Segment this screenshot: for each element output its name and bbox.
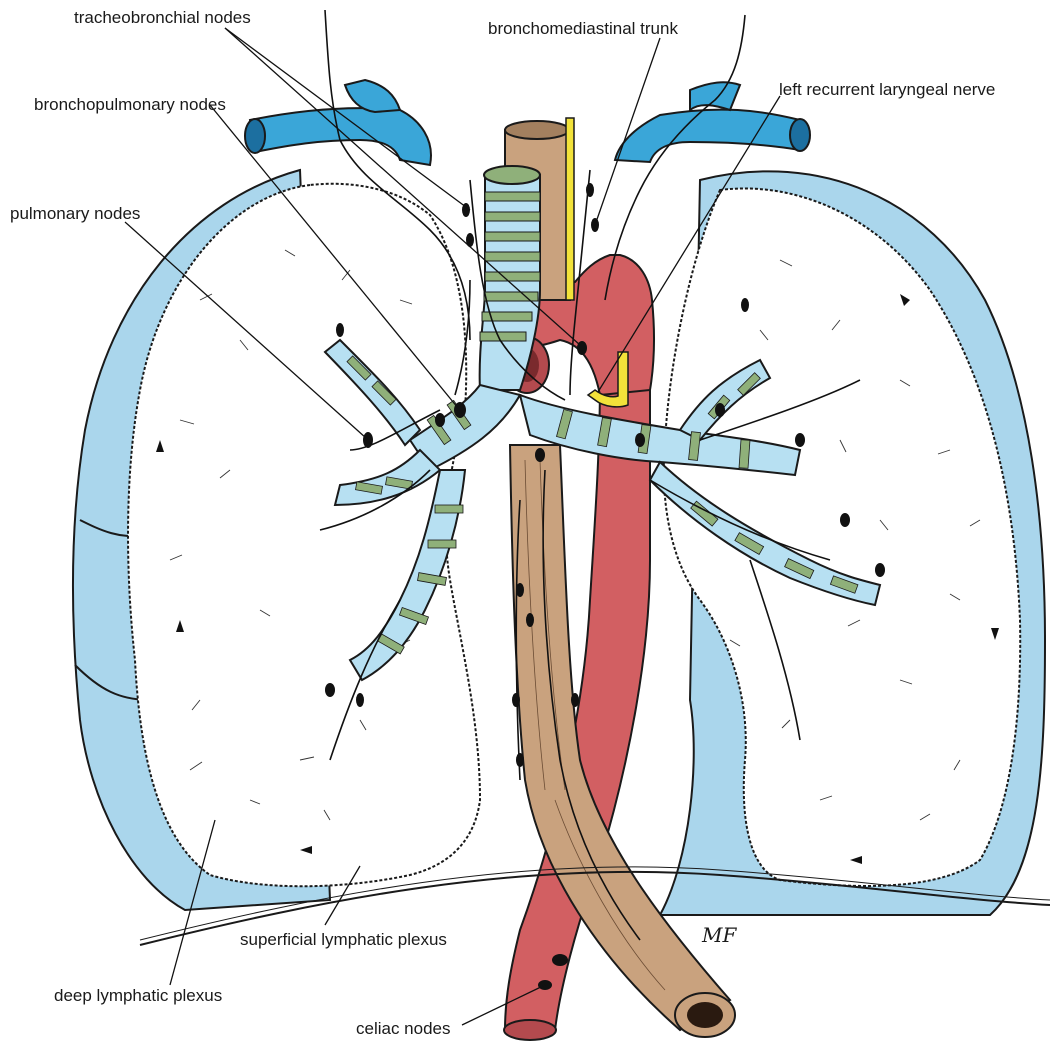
label-bronchomediastinal-trunk: bronchomediastinal trunk <box>488 19 678 38</box>
label-deep-lymphatic-plexus: deep lymphatic plexus <box>54 986 222 1005</box>
vagus-nerve <box>566 118 574 300</box>
left-vein <box>615 110 800 162</box>
label-left-recurrent-laryngeal-nerve: left recurrent laryngeal nerve <box>779 80 995 99</box>
label-celiac-nodes: celiac nodes <box>356 1019 451 1038</box>
label-superficial-lymphatic-plexus: superficial lymphatic plexus <box>240 930 447 949</box>
trachea <box>480 166 540 390</box>
label-bronchopulmonary-nodes: bronchopulmonary nodes <box>34 95 226 114</box>
label-pulmonary-nodes: pulmonary nodes <box>10 204 140 223</box>
label-tracheobronchial-nodes: tracheobronchial nodes <box>74 8 251 27</box>
right-vein <box>250 108 431 165</box>
artist-signature: MF <box>701 923 737 947</box>
